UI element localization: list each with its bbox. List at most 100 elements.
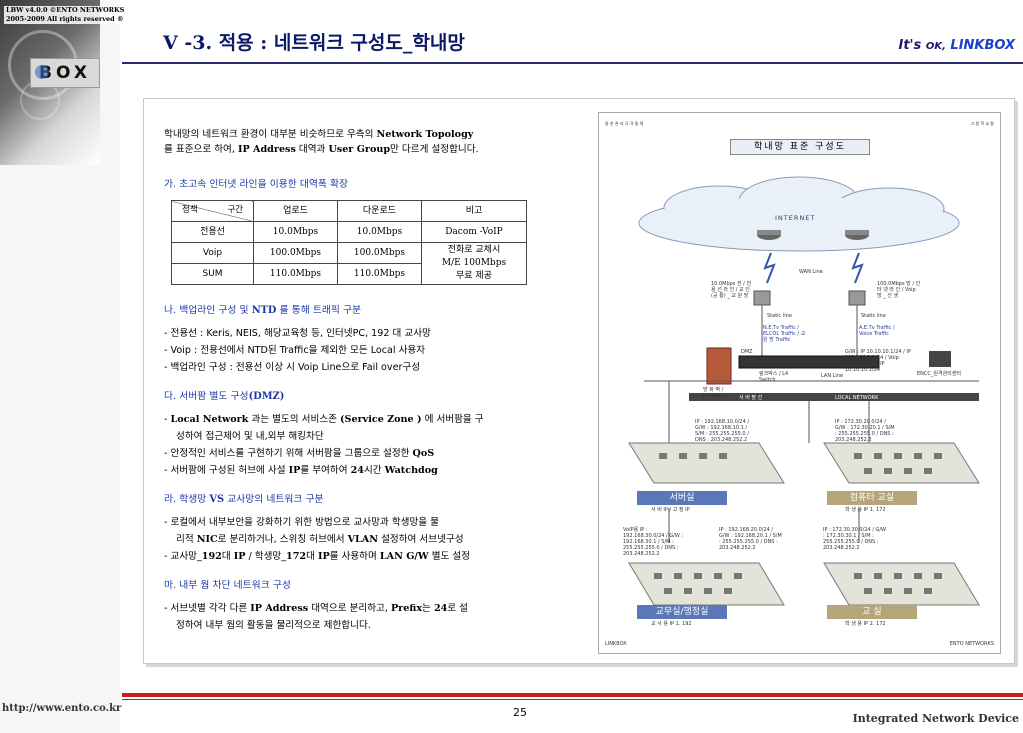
static-line-label: Static line [767, 313, 792, 319]
bold-term: LAN G/W [379, 551, 429, 562]
footer-rule-thin [122, 699, 1023, 700]
brand-its: It's [898, 38, 922, 53]
item-text: 대 [221, 551, 234, 562]
server-zone-platform [628, 442, 785, 484]
page-title: V -3. 적용 : 네트워크 구성도_학내망 [163, 32, 465, 54]
table-note-cell: 전화로 교체시 M/E 100Mbps 무료 제공 [420, 242, 528, 285]
table-row: Voip 100.0Mbps 100.0Mbps 전화로 교체시 M/E 100… [171, 242, 528, 285]
table-cell: 110.0Mbps [253, 263, 338, 285]
wan-line-label: WAN Line [799, 269, 823, 275]
note-line: 전화로 교체시 [447, 245, 501, 255]
bold-term: IP [317, 551, 330, 562]
firewall-icon [706, 347, 732, 385]
list-item-cont: 성하여 접근제어 및 내,외부 해킹차단 [176, 431, 324, 442]
lab-zone-label: 컴퓨터 교실 [827, 491, 917, 505]
table-diag-header: 정책 구간 [171, 200, 254, 222]
class-zone-sub: 학 생 용 IP 2. 172 [845, 621, 886, 627]
text-column: 학내망의 네트워크 환경이 대부분 비슷하므로 우측의 Network Topo… [164, 127, 534, 647]
section-e-list: - 서브넷별 각각 다른 IP Address 대역으로 분리하고, Prefi… [164, 601, 534, 633]
table-cell: 10.0Mbps [336, 221, 422, 243]
lab-zone-sub: 학 생 용 IP 1. 172 [845, 507, 886, 513]
dmz-label: DMZ [741, 349, 753, 355]
internet-cloud-icon [638, 176, 960, 252]
table-header: 다운로드 [336, 200, 422, 222]
item-text: 로 설 [447, 603, 468, 614]
modem-note: 100.0Mbps 망 / 인 터 넷 라 인 / Voip 망 _ 선 생 [877, 281, 921, 299]
table-row: 전용선 10.0Mbps 10.0Mbps Dacom -VoIP [171, 221, 528, 243]
dmz-bar-label: 서 버 팜 선 [739, 395, 763, 401]
note-line: 무료 제공 [455, 271, 492, 281]
intro-bold: User Group [328, 144, 391, 155]
logo-globe-icon [35, 65, 49, 79]
item-text: 교사망_ [170, 551, 202, 562]
teacher-ip-info: IP : 192.168.20.0/24 / G/W : 192.168.20.… [719, 527, 782, 551]
heading-text: 라. 학생망 [164, 494, 210, 505]
section-b-list: - 전용선 : Keris, NEIS, 해당교육청 등, 인터넷PC, 192… [164, 326, 534, 375]
list-item: - 서브넷별 각각 다른 IP Address 대역으로 분리하고, Prefi… [164, 603, 468, 614]
table-header: 비고 [420, 200, 528, 222]
list-item: - 교사망_192대 IP / 학생망_172대 IP를 사용하며 LAN G/… [164, 551, 471, 562]
brand-ok: OK, [925, 41, 946, 52]
teacher-zone-label: 교무실/행정실 [637, 605, 727, 619]
intro-paragraph: 학내망의 네트워크 환경이 대부분 비슷하므로 우측의 Network Topo… [164, 127, 534, 157]
list-item: - 백업라인 구성 : 전용선 이상 시 Voip Line으로 Fail ov… [164, 362, 421, 373]
bold-term: Prefix [390, 603, 423, 614]
table-cell: Dacom -VoIP [420, 221, 528, 243]
item-text: 서브넷별 각각 다른 [170, 603, 251, 614]
item-text: 설정하여 서브넷구성 [378, 534, 464, 545]
local-network-label: LOCAL NETWORK [835, 395, 879, 401]
page-number: 25 [513, 706, 527, 719]
lab-ip-info: IP : 172.30.20.0/24 / G/W : 172.30.20.1 … [835, 419, 895, 443]
network-topology-diagram: 통 한 관 리 규 격 통 례 고 원 학 교 통 학내망 표준 구성도 [598, 112, 1001, 654]
item-text: / 학생망_ [245, 551, 287, 562]
bold-term: QoS [412, 448, 435, 459]
intro-text: 만 다르게 설정합니다. [390, 144, 479, 155]
table-cell: 110.0Mbps [336, 263, 422, 285]
table-cell: 100.0Mbps [253, 242, 338, 264]
class-ip-info: IP : 172.30.30.0/24 / G/W : 172.30.30.1 … [823, 527, 886, 551]
list-item-cont: 리적 NIC로 분리하거나, 스위칭 허브에서 VLAN 설정하여 서브넷구성 [164, 532, 534, 547]
bold-term: IP [288, 465, 301, 476]
intro-bold: IP Address [237, 144, 296, 155]
server-zone-sub: 서 버 IP / 고 정 IP [651, 507, 690, 513]
diagram-graphics [628, 176, 980, 606]
item-text: 대 [306, 551, 318, 562]
section-e-heading: 마. 내부 웜 차단 네트워크 구성 [164, 580, 291, 591]
qos-note: A.E.Tv Traffic / Voice Traffic [859, 325, 895, 337]
bold-term: Local Network [170, 414, 249, 425]
list-item: - 안정적인 서비스를 구현하기 위해 서버팜을 그룹으로 설정한 QoS [164, 448, 435, 459]
section-d-list: - 로컬에서 내부보안을 강화하기 위한 방법으로 교사망과 학생망을 물 리적… [164, 515, 534, 564]
item-text: 대역으로 분리하고, [308, 603, 391, 614]
bold-term: IP Address [250, 603, 309, 614]
lab-zone-platform [823, 442, 980, 484]
diagram-corner-label: 통 한 관 리 규 격 통 례 [605, 121, 644, 126]
diagram-footer-logo: LINKBOX [605, 641, 627, 647]
modem-icon [753, 290, 771, 306]
item-text: 로 분리하거나, 스위칭 허브에서 [217, 534, 348, 545]
item-text: 는 [422, 603, 434, 614]
wan-link-icon [851, 252, 864, 284]
brand-slogan: It's OK, LINKBOX [899, 38, 1016, 53]
bold-term: 172 [286, 551, 307, 562]
table-header: 업로드 [253, 200, 338, 222]
heading-bold: NTD [251, 305, 277, 316]
copyright-line: LBW v4.0.0 ©ENTO NETWORKS [6, 6, 125, 14]
server-ip-info: IP : 192.168.10.0/24 / G/W : 192.168.10.… [695, 419, 750, 443]
intro-text: 학내망의 네트워크 환경이 대부분 비슷하므로 우측의 [164, 129, 377, 140]
modem-note: 10.0Mbps 전 / 전 용 선 라 인 / 교 인 (공 통) _ 교 원… [711, 281, 752, 299]
list-item: - Voip : 전용선에서 NTD된 Traffic을 제외한 모든 Loca… [164, 345, 426, 356]
heading-bold: (DMZ) [248, 391, 285, 402]
l4-switch-icon [738, 355, 880, 369]
heading-text: 교사망의 네트워크 구분 [224, 494, 324, 505]
bold-term: IP [233, 551, 246, 562]
modem-icon [848, 290, 866, 306]
class-zone-platform [823, 562, 980, 606]
table-cell: Voip [171, 242, 254, 264]
item-text: 리적 [176, 534, 197, 545]
list-item: - 서버팜에 구성된 허브에 사설 IP를 부여하여 24시간 Watchdog [164, 465, 438, 476]
table-header-row: 정책 구간 업로드 다운로드 비고 [171, 200, 528, 222]
backbone-bar [689, 393, 979, 401]
admin-label: ENCC_원격관리센터 [917, 371, 961, 377]
class-zone-label: 교 실 [827, 605, 917, 619]
intro-text: 대역과 [295, 144, 329, 155]
